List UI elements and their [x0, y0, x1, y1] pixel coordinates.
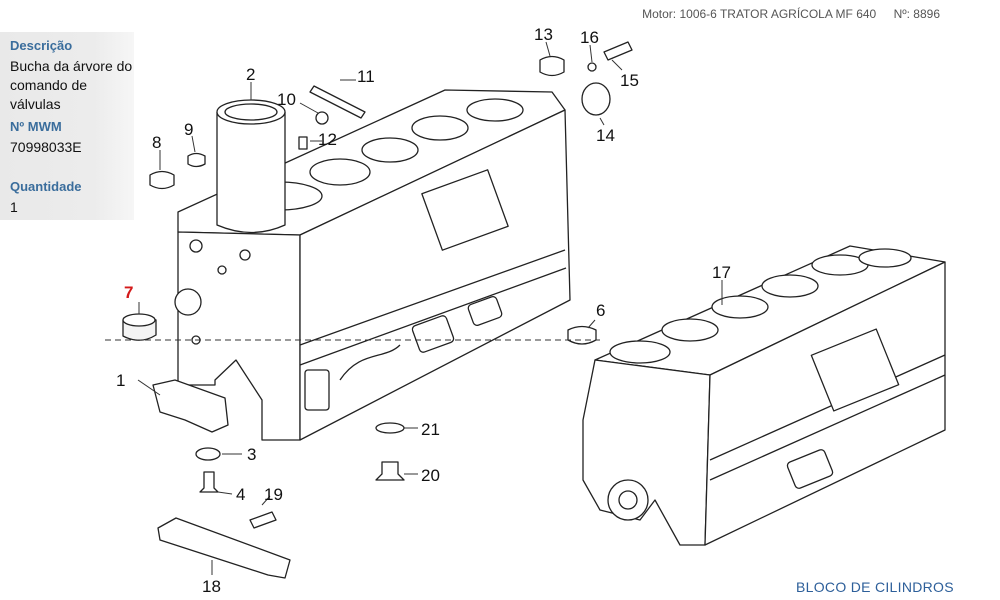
callout-10[interactable]: 10: [277, 90, 296, 109]
callout-numbers: 2 11 10 12 9 8 13 16 15 14 7 6 17 1 3 4 …: [116, 25, 731, 596]
quantity-value: 1: [10, 199, 18, 215]
number-value: 8896: [913, 7, 940, 21]
leader-lines: [105, 41, 723, 575]
motor-label: Motor:: [642, 7, 677, 21]
plug-6: [567, 325, 597, 345]
dowel-12: [298, 136, 308, 150]
description-line-1: Bucha da árvore do: [10, 58, 133, 74]
callout-16[interactable]: 16: [580, 28, 599, 47]
callout-15[interactable]: 15: [620, 71, 639, 90]
bolt-15: [603, 41, 633, 61]
callout-8[interactable]: 8: [152, 133, 161, 152]
callout-2[interactable]: 2: [246, 65, 255, 84]
washer-16: [587, 62, 597, 72]
sleeve-10: [315, 111, 329, 125]
cylinder-block-main: [174, 89, 571, 441]
cover-14: [581, 82, 611, 116]
callout-20[interactable]: 20: [421, 466, 440, 485]
stud-11: [309, 85, 366, 119]
plug-8: [149, 170, 175, 190]
header-bar: Motor: 1006-6 TRATOR AGRÍCOLA MF 640 Nº:…: [642, 7, 940, 21]
cylinder-block-assembled: [582, 245, 946, 546]
callout-3[interactable]: 3: [247, 445, 256, 464]
callout-12[interactable]: 12: [318, 130, 337, 149]
callout-9[interactable]: 9: [184, 120, 193, 139]
bolt-4: [199, 471, 219, 493]
callout-17[interactable]: 17: [712, 263, 731, 282]
callout-14[interactable]: 14: [596, 126, 615, 145]
bolt-19: [249, 511, 277, 529]
number-label: Nº:: [893, 7, 910, 21]
plug-9: [187, 152, 206, 168]
description-line-2: comando de válvulas: [10, 77, 88, 112]
part-info-panel: Descrição Bucha da árvore do comando de …: [0, 32, 134, 220]
callout-21[interactable]: 21: [421, 420, 440, 439]
callout-7-selected[interactable]: 7: [124, 283, 133, 302]
plug-13: [539, 55, 565, 77]
motor-value: 1006-6 TRATOR AGRÍCOLA MF 640: [679, 7, 877, 21]
main-bearing-cap: [152, 379, 229, 433]
description-label: Descrição: [10, 38, 73, 53]
diagram-title: BLOCO DE CILINDROS: [796, 579, 954, 595]
bracket-18: [157, 517, 291, 579]
callout-18[interactable]: 18: [202, 577, 221, 596]
callout-13[interactable]: 13: [534, 25, 553, 44]
cylinder-liner: [216, 99, 286, 234]
part-number-value: 70998033E: [10, 139, 82, 155]
callout-6[interactable]: 6: [596, 301, 605, 320]
part-number-label: Nº MWM: [10, 119, 62, 134]
callout-11[interactable]: 11: [357, 67, 375, 86]
washer-21: [375, 422, 405, 434]
bushing-7-rim: [122, 313, 156, 327]
plug-20: [375, 461, 405, 481]
quantity-label: Quantidade: [10, 179, 82, 194]
washer-3: [195, 447, 221, 461]
callout-19[interactable]: 19: [264, 485, 283, 504]
callout-4[interactable]: 4: [236, 485, 245, 504]
callout-1[interactable]: 1: [116, 371, 125, 390]
